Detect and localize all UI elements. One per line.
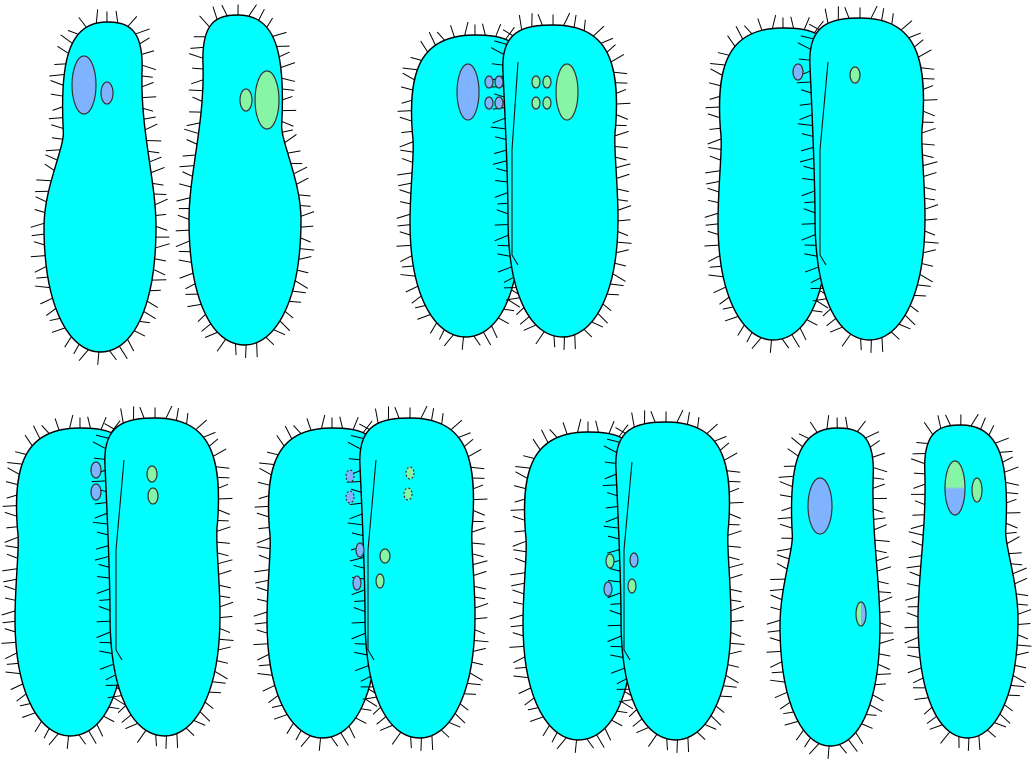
stage5-cell-b-pronucleus-1: [380, 549, 390, 563]
stage2-cell-b: [490, 13, 632, 350]
stage5-cell-b-pronucleus-2: [376, 574, 384, 588]
stage6-cell-a-pronucleus-2: [604, 582, 612, 596]
stage2-cell-b-micronucleus-3: [532, 97, 540, 109]
stage7-cell-b-macronucleus: [945, 461, 965, 515]
stage7-cell-a-micronucleus: [856, 602, 866, 626]
stage2-cell-b-micronucleus-1: [532, 76, 540, 88]
stage1-cell-b-membrane: [189, 15, 301, 345]
stage5-cell-b-degenerating-1: [406, 467, 414, 479]
stage3-cell-b-micronucleus: [850, 67, 860, 83]
stage3-cell-a-micronucleus: [793, 64, 803, 80]
stage3-cell-b: [797, 6, 939, 353]
stage4-cell-a-micronucleus-1: [91, 462, 101, 478]
stage2-cell-a-micronucleus-4: [495, 97, 503, 109]
stage5-cell-a-pronucleus-2: [353, 576, 361, 590]
stage1-cell-b: [176, 5, 314, 358]
stage6-cell-b-pronucleus-2: [628, 579, 636, 593]
stage7-cell-a-membrane: [780, 428, 880, 746]
stage2-cell-a-micronucleus-3: [485, 97, 493, 109]
stage1-cell-a-membrane: [44, 22, 156, 352]
stage7-cell-b: [905, 414, 1032, 751]
stage1-cell-b-micronucleus: [240, 89, 252, 111]
stage2-cell-a-micronucleus-2: [495, 76, 503, 88]
stage2-cell-a-macronucleus: [457, 64, 479, 120]
stage4-cell-b-micronucleus-2: [148, 488, 158, 504]
stage7-cell-a: [767, 415, 894, 759]
stage2-cell-b-macronucleus: [556, 64, 578, 120]
stage5-cell-a-degenerating-1: [346, 470, 354, 482]
stage2-cell-b-micronucleus-2: [543, 76, 551, 88]
stage1-cell-a-macronucleus: [72, 56, 96, 114]
stage4-cell-b-membrane: [105, 418, 220, 736]
stage5-cell-a-pronucleus-1: [356, 543, 364, 557]
stage5-cell-b-degenerating-2: [404, 488, 412, 500]
stage1-cell-a-micronucleus: [101, 82, 113, 104]
stage6-cell-b-pronucleus-1: [630, 553, 638, 567]
stage2-cell-a-micronucleus-1: [485, 76, 493, 88]
stage7-cell-b-micronucleus: [972, 478, 982, 502]
stage7-cell-a-macronucleus: [808, 478, 832, 534]
stage4-cell-a-micronucleus-2: [91, 484, 101, 500]
stage5-cell-a-degenerating-2: [346, 491, 354, 503]
stage4-cell-b-micronucleus-1: [147, 466, 157, 482]
stage1-cell-a: [31, 9, 170, 365]
stage2-cell-b-micronucleus-4: [543, 97, 551, 109]
stage1-cell-b-macronucleus: [255, 71, 279, 129]
stage7-cell-b-membrane: [918, 425, 1018, 738]
diagram-layer: [1, 5, 1031, 759]
stage6-cell-a-pronucleus-1: [606, 554, 614, 568]
